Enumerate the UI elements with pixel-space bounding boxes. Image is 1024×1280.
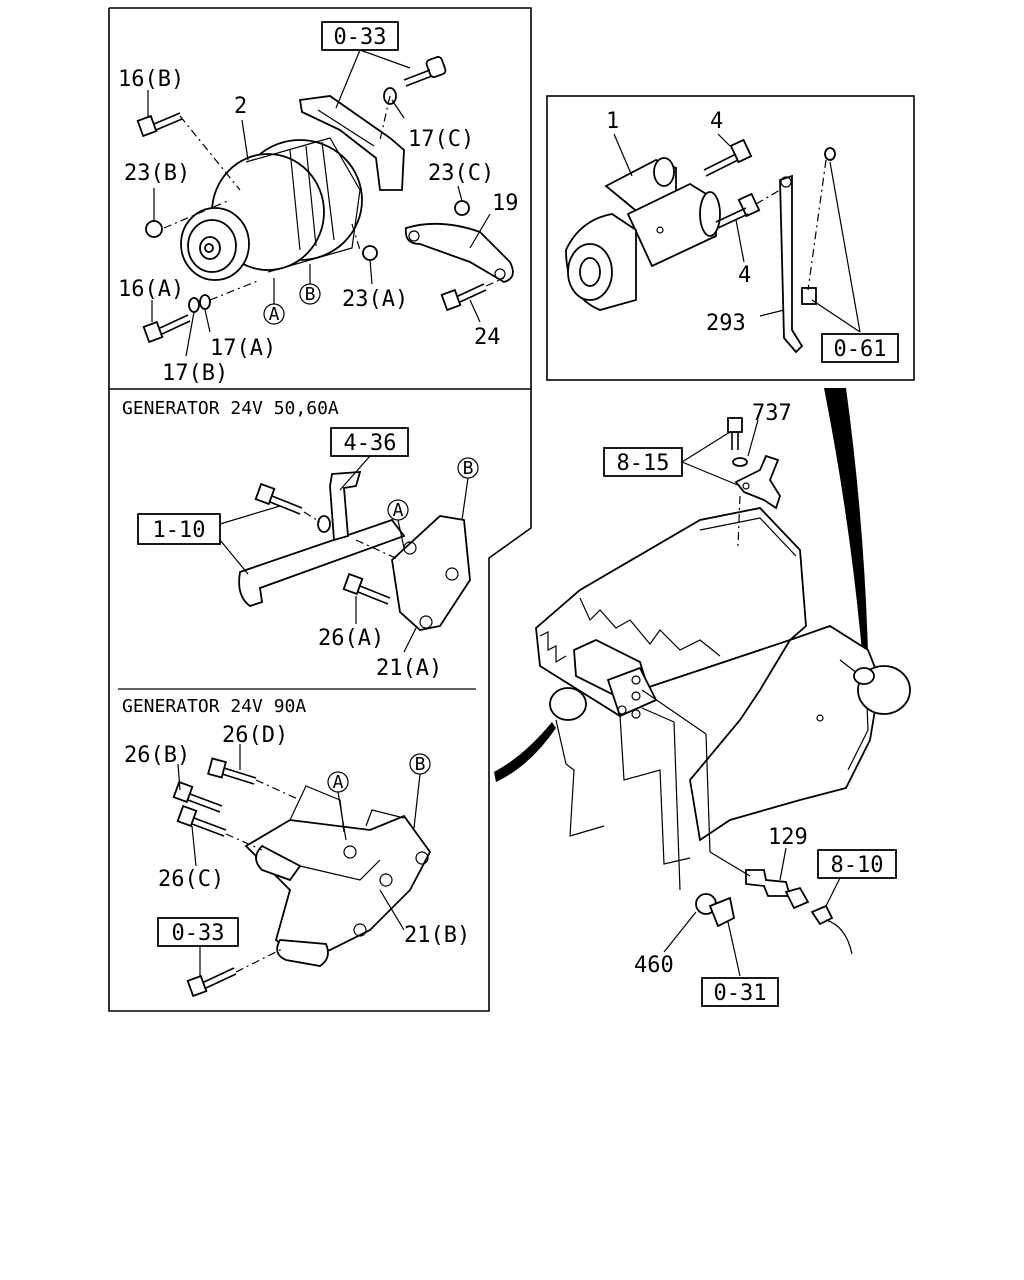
label-26C: 26(C) [158, 867, 224, 892]
label-23C: 23(C) [428, 161, 494, 186]
label-21A: 21(A) [376, 656, 442, 681]
starter-bolt-top [703, 138, 753, 177]
label-23A: 23(A) [342, 287, 408, 312]
label-17B: 17(B) [162, 361, 228, 386]
starter-panel-frame [546, 95, 915, 381]
ref-0-31: 0-31 [714, 981, 767, 1006]
ref-box-0-33-bottom [157, 917, 239, 947]
label-4-bottom: 4 [738, 263, 751, 288]
circle-label-B-mid: B [463, 458, 474, 479]
bolt-16A [142, 314, 191, 344]
bolt-26B [172, 780, 223, 813]
bolt-16B [136, 112, 183, 138]
label-16B: 16(B) [118, 67, 184, 92]
bolt-0-33-bottom [186, 967, 237, 998]
circle-label-B-top: B [305, 284, 316, 305]
circle-label-A-top: A [269, 304, 280, 325]
ref-box-1-10 [137, 513, 221, 545]
label-17A: 17(A) [210, 336, 276, 361]
label-2: 2 [234, 94, 247, 119]
bolt-top [403, 56, 447, 87]
ref-4-36: 4-36 [344, 431, 397, 456]
ref-8-15: 8-15 [617, 451, 670, 476]
label-19: 19 [492, 191, 519, 216]
ref-box-0-61 [821, 333, 899, 363]
bolt-26A [342, 572, 391, 605]
label-17C: 17(C) [408, 127, 474, 152]
circle-label-A-bottom: A [333, 772, 344, 793]
label-26D: 26(D) [222, 723, 288, 748]
label-129: 129 [768, 825, 808, 850]
label-1: 1 [606, 109, 619, 134]
bolt-26C [176, 804, 227, 837]
starter-bolt-bottom [715, 192, 761, 229]
heading-50-60A: GENERATOR 24V 50,60A [122, 398, 339, 419]
ref-1-10: 1-10 [153, 518, 206, 543]
bracket-90A-assembly: GENERATOR 24V 90A [122, 696, 470, 998]
ref-8-10: 8-10 [831, 853, 884, 878]
heading-90A: GENERATOR 24V 90A [122, 696, 306, 717]
alternator-assembly: 0-33 16(B) 2 17(C) 23(B) 23(C) 19 16(A) … [118, 21, 519, 386]
label-26B: 26(B) [124, 743, 190, 768]
engine-block: 737 8-15 129 8-10 460 0-31 [494, 388, 911, 1007]
ref-0-61: 0-61 [834, 337, 887, 362]
ref-0-33-top: 0-33 [334, 25, 387, 50]
bolt-737 [727, 417, 748, 467]
label-26A: 26(A) [318, 626, 384, 651]
left-panel-frame [108, 7, 532, 1012]
bolt-26D [207, 757, 257, 785]
ref-box-8-10 [817, 849, 897, 879]
label-21B: 21(B) [404, 923, 470, 948]
circle-label-B-bottom: B [415, 754, 426, 775]
label-460: 460 [634, 953, 674, 978]
label-4-top: 4 [710, 109, 723, 134]
ref-box-0-33-top [321, 21, 399, 51]
ref-0-33-bottom: 0-33 [172, 921, 225, 946]
ref-box-4-36 [330, 427, 409, 457]
ref-box-0-31 [701, 977, 779, 1007]
label-16A: 16(A) [118, 277, 184, 302]
circle-label-A-mid: A [393, 500, 404, 521]
label-293: 293 [706, 311, 746, 336]
bolt-24 [440, 283, 487, 312]
starter-assembly: 1 4 4 293 0-61 [565, 109, 899, 363]
bolt-1-10 [254, 482, 303, 515]
label-23B: 23(B) [124, 161, 190, 186]
ref-box-8-15 [603, 447, 683, 477]
bracket-50-60A-assembly: GENERATOR 24V 50,60A [122, 398, 479, 681]
label-24: 24 [474, 325, 501, 350]
label-737: 737 [752, 401, 792, 426]
